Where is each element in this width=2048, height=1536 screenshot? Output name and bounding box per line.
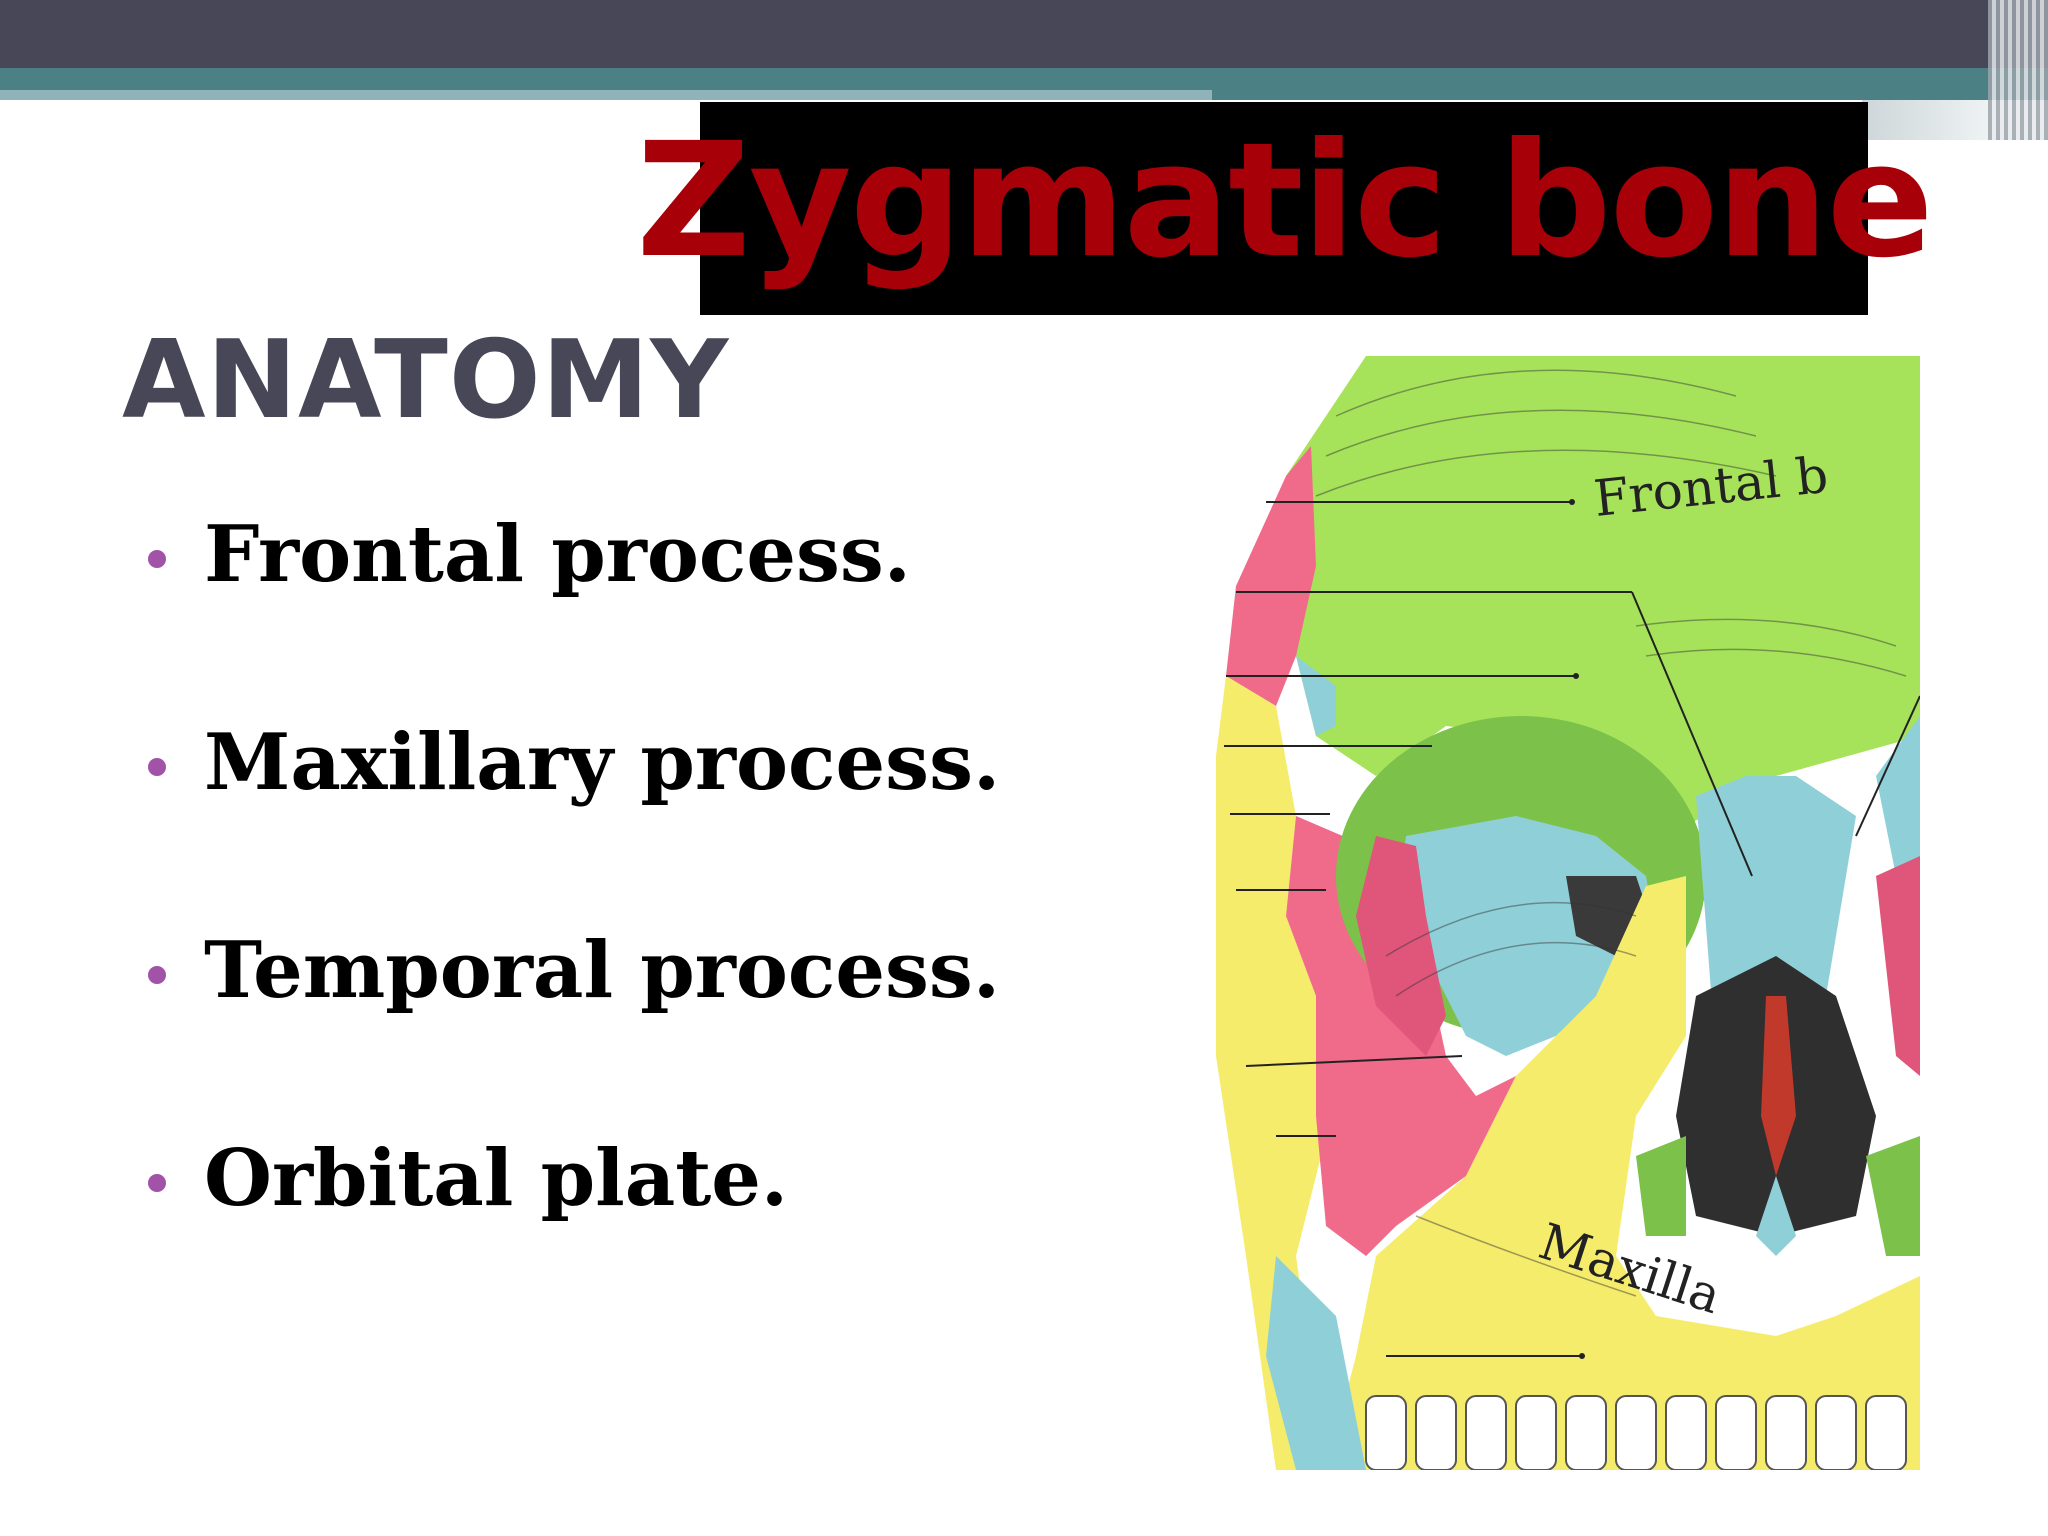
top-banner-teal-right [1212,90,2048,100]
skull-illustration: Frontal b Maxilla [1216,356,1920,1470]
circle-bullet-icon [148,966,166,984]
bullet-text: Temporal process. [204,925,1000,1016]
circle-bullet-icon [148,1174,166,1192]
bullet-item: Orbital plate. [148,1124,1048,1332]
bullet-text: Orbital plate. [204,1133,789,1224]
slide-title: Zygmatic bone [636,108,1934,293]
bullet-item: Maxillary process. [148,708,1048,916]
maxilla-region [1326,876,1920,1470]
top-banner-teal [0,68,2048,90]
corner-fade-decoration [1862,100,1988,140]
circle-bullet-icon [148,550,166,568]
parietal-bone-region [1226,446,1316,706]
bullet-text: Maxillary process. [204,717,1001,808]
bullet-text: Frontal process. [204,509,911,600]
frontal-bone-region [1286,356,1920,876]
corner-stripes-decoration [1988,0,2048,140]
top-banner-dark [0,0,2048,68]
section-heading: ANATOMY [122,318,730,443]
slide-title-banner: Zygmatic bone [636,102,1934,315]
zygomatic-bone-region [1286,816,1516,1256]
circle-bullet-icon [148,758,166,776]
bullet-list: Frontal process. Maxillary process. Temp… [148,500,1048,1332]
teeth [1365,1395,1907,1470]
bullet-item: Frontal process. [148,500,1048,708]
bullet-item: Temporal process. [148,916,1048,1124]
top-banner-light [0,90,1212,100]
